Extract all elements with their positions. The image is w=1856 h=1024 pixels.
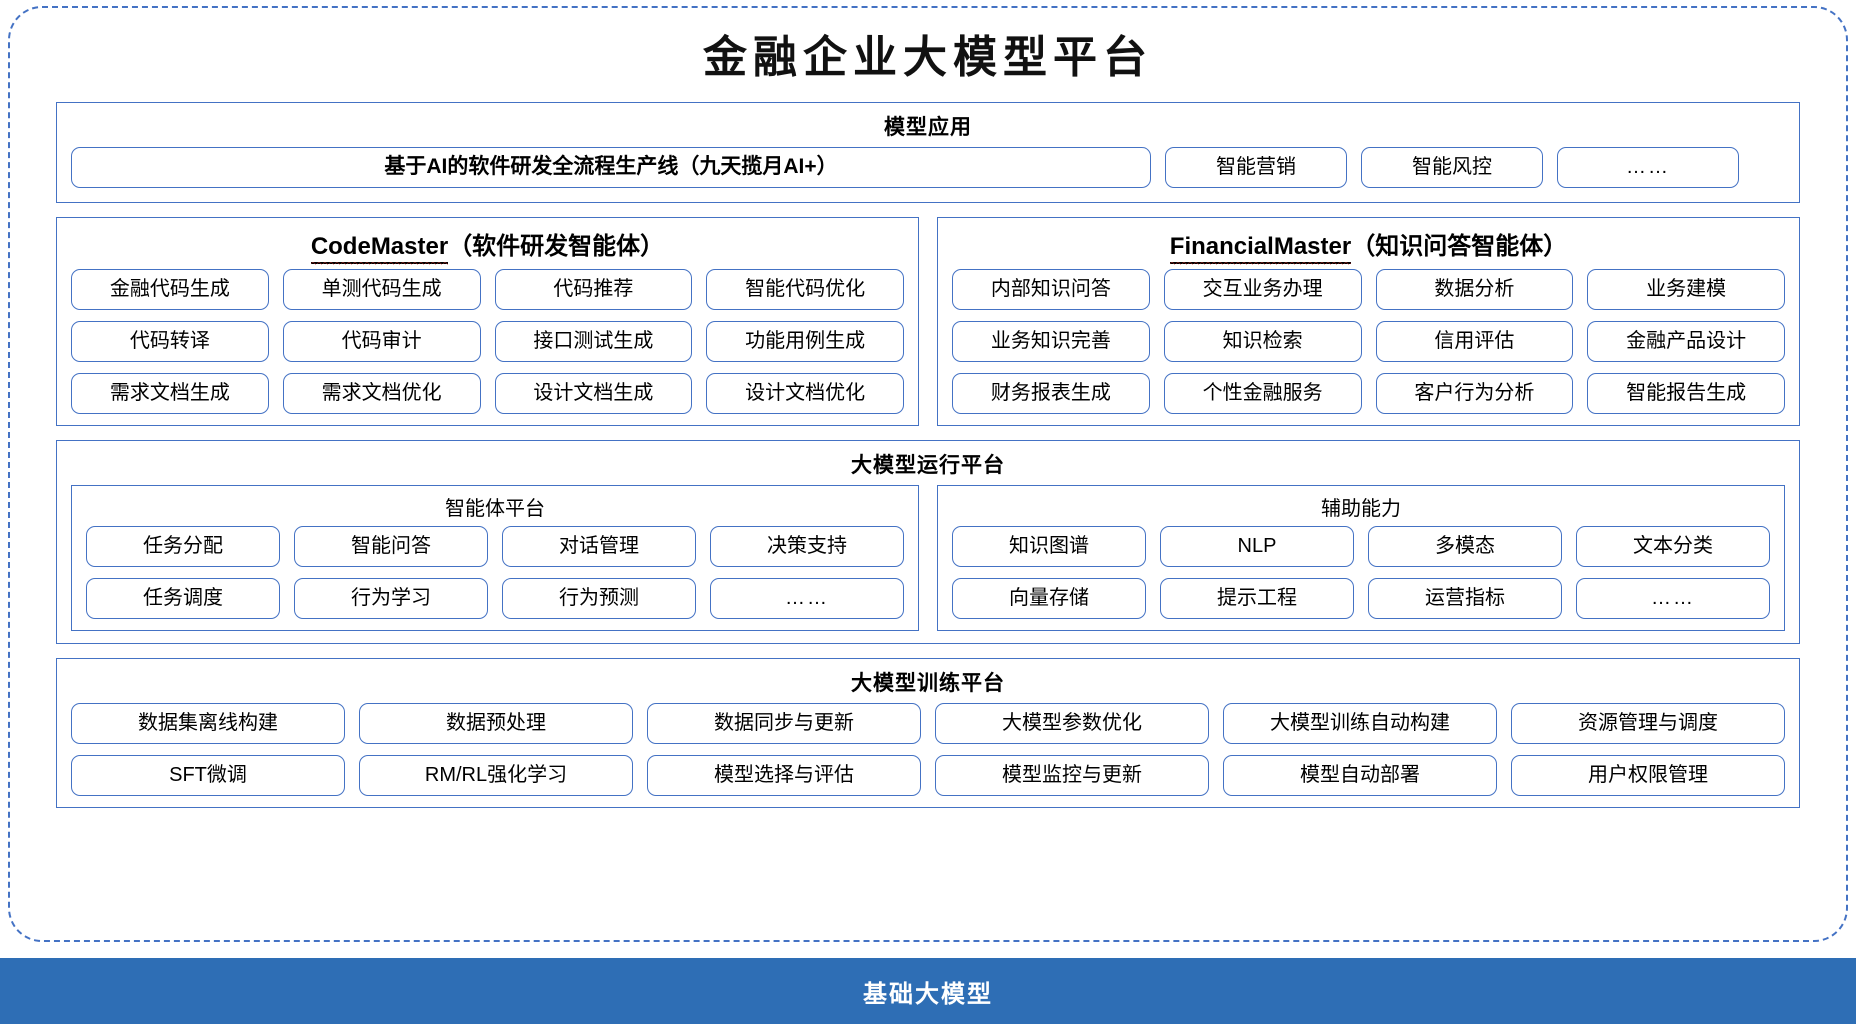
auxiliary-item[interactable]: 向量存储	[952, 578, 1146, 619]
codemaster-item[interactable]: 需求文档优化	[282, 373, 481, 414]
codemaster-item[interactable]: 设计文档优化	[706, 373, 904, 414]
training-item[interactable]: 资源管理与调度	[1511, 703, 1785, 744]
codemaster-name: CodeMaster	[310, 233, 449, 265]
codemaster-item[interactable]: 智能代码优化	[706, 269, 904, 310]
agent-platform-item[interactable]: 决策支持	[710, 526, 904, 567]
financialmaster-item[interactable]: 数据分析	[1375, 269, 1574, 310]
codemaster-item[interactable]: 代码审计	[282, 321, 481, 362]
codemaster-item[interactable]: 单测代码生成	[282, 269, 481, 310]
agent-platform-item[interactable]: 智能问答	[294, 526, 488, 567]
financialmaster-suffix: （知识问答智能体）	[1351, 233, 1568, 260]
auxiliary-item[interactable]: 提示工程	[1160, 578, 1354, 619]
app-item-more[interactable]: ……	[1557, 147, 1739, 188]
agent-platform-item[interactable]: 行为预测	[502, 578, 696, 619]
agent-platform-item[interactable]: 行为学习	[294, 578, 488, 619]
financialmaster-item[interactable]: 信用评估	[1375, 321, 1574, 362]
page-title: 金融企业大模型平台	[703, 32, 1153, 83]
section-model-application: 模型应用 基于AI的软件研发全流程生产线（九天揽月AI+） 智能营销 智能风控 …	[56, 102, 1800, 203]
financialmaster-item[interactable]: 智能报告生成	[1587, 373, 1785, 414]
financialmaster-item[interactable]: 业务知识完善	[952, 321, 1150, 362]
training-item[interactable]: 大模型参数优化	[935, 703, 1209, 744]
section-title-financialmaster: FinancialMaster（知识问答智能体）	[938, 218, 1799, 269]
financialmaster-item[interactable]: 业务建模	[1587, 269, 1785, 310]
training-item[interactable]: 数据预处理	[359, 703, 633, 744]
codemaster-suffix: （软件研发智能体）	[448, 233, 665, 260]
auxiliary-item[interactable]: 知识图谱	[952, 526, 1146, 567]
auxiliary-item-more[interactable]: ……	[1576, 578, 1770, 619]
diagram-content: 金融企业大模型平台 模型应用 基于AI的软件研发全流程生产线（九天揽月AI+） …	[8, 6, 1848, 942]
training-item[interactable]: 用户权限管理	[1511, 755, 1785, 796]
financialmaster-item[interactable]: 金融产品设计	[1587, 321, 1785, 362]
outer-dashed-frame	[8, 6, 1848, 942]
codemaster-item[interactable]: 需求文档生成	[71, 373, 269, 414]
app-item-production-line[interactable]: 基于AI的软件研发全流程生产线（九天揽月AI+）	[71, 147, 1151, 188]
financialmaster-item[interactable]: 交互业务办理	[1163, 269, 1362, 310]
base-model-bar: 基础大模型	[0, 958, 1856, 1024]
section-runtime-platform: 大模型运行平台 智能体平台 任务分配 智能问答 对话管理 决策支持 任务调度 行…	[56, 440, 1800, 644]
section-codemaster: CodeMaster（软件研发智能体） 金融代码生成 单测代码生成 代码推荐 智…	[56, 217, 919, 426]
codemaster-item[interactable]: 代码转译	[71, 321, 269, 362]
app-item-smart-marketing[interactable]: 智能营销	[1165, 147, 1347, 188]
training-item[interactable]: 数据集离线构建	[71, 703, 345, 744]
codemaster-item[interactable]: 代码推荐	[494, 269, 693, 310]
subsection-auxiliary-capability: 辅助能力 知识图谱 NLP 多模态 文本分类 向量存储 提示工程 运营指标 ……	[937, 485, 1785, 631]
codemaster-item[interactable]: 功能用例生成	[706, 321, 904, 362]
subsection-title-agent-platform: 智能体平台	[445, 498, 545, 520]
agent-platform-item[interactable]: 任务分配	[86, 526, 280, 567]
codemaster-item[interactable]: 接口测试生成	[494, 321, 693, 362]
agent-platform-item[interactable]: 任务调度	[86, 578, 280, 619]
financialmaster-name: FinancialMaster	[1169, 233, 1352, 265]
auxiliary-item[interactable]: 多模态	[1368, 526, 1562, 567]
section-title-model-application: 模型应用	[884, 116, 972, 139]
training-item[interactable]: 模型监控与更新	[935, 755, 1209, 796]
base-model-label: 基础大模型	[863, 980, 993, 1008]
agents-row: CodeMaster（软件研发智能体） 金融代码生成 单测代码生成 代码推荐 智…	[56, 217, 1800, 426]
section-title-runtime-platform: 大模型运行平台	[851, 454, 1005, 477]
financialmaster-item[interactable]: 客户行为分析	[1375, 373, 1574, 414]
subsection-agent-platform: 智能体平台 任务分配 智能问答 对话管理 决策支持 任务调度 行为学习 行为预测…	[71, 485, 919, 631]
subsection-title-auxiliary-capability: 辅助能力	[1321, 498, 1401, 520]
agent-platform-item[interactable]: 对话管理	[502, 526, 696, 567]
app-item-smart-risk-control[interactable]: 智能风控	[1361, 147, 1543, 188]
auxiliary-item[interactable]: NLP	[1160, 526, 1354, 567]
training-item[interactable]: 大模型训练自动构建	[1223, 703, 1497, 744]
agent-platform-item-more[interactable]: ……	[710, 578, 904, 619]
codemaster-item[interactable]: 金融代码生成	[71, 269, 269, 310]
codemaster-item[interactable]: 设计文档生成	[494, 373, 693, 414]
training-item[interactable]: 数据同步与更新	[647, 703, 921, 744]
financialmaster-item[interactable]: 知识检索	[1163, 321, 1362, 362]
auxiliary-item[interactable]: 运营指标	[1368, 578, 1562, 619]
section-training-platform: 大模型训练平台 数据集离线构建 数据预处理 数据同步与更新 大模型参数优化 大模…	[56, 658, 1800, 808]
financialmaster-item[interactable]: 内部知识问答	[952, 269, 1150, 310]
financialmaster-item[interactable]: 财务报表生成	[952, 373, 1150, 414]
section-title-codemaster: CodeMaster（软件研发智能体）	[57, 218, 918, 269]
training-item[interactable]: 模型选择与评估	[647, 755, 921, 796]
section-financialmaster: FinancialMaster（知识问答智能体） 内部知识问答 交互业务办理 数…	[937, 217, 1800, 426]
training-item[interactable]: 模型自动部署	[1223, 755, 1497, 796]
section-title-training-platform: 大模型训练平台	[851, 672, 1005, 695]
training-item[interactable]: SFT微调	[71, 755, 345, 796]
auxiliary-item[interactable]: 文本分类	[1576, 526, 1770, 567]
training-item[interactable]: RM/RL强化学习	[359, 755, 633, 796]
financialmaster-item[interactable]: 个性金融服务	[1163, 373, 1362, 414]
